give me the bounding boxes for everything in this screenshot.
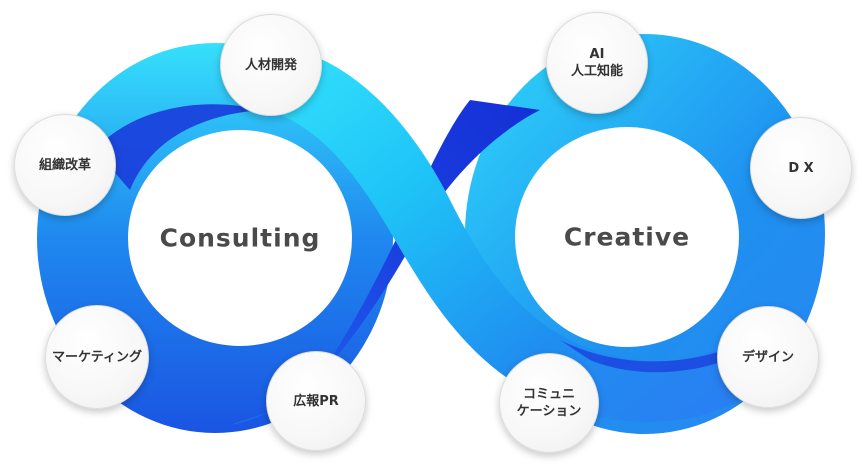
- creative-label: Creative: [563, 222, 691, 252]
- bubble-pr: 広報PR: [266, 351, 366, 451]
- bubble-dx-label: D X: [788, 160, 814, 176]
- bubble-organization-reform-label: 組織改革: [38, 157, 91, 173]
- bubble-communication-label: コミュニ ケーション: [516, 387, 582, 419]
- bubble-dx: D X: [750, 117, 852, 219]
- left-loop-hole: [128, 130, 352, 346]
- back-ribbon: [230, 100, 540, 425]
- bubble-marketing-label: マーケティング: [52, 349, 142, 365]
- left-inner-shadow: [95, 104, 260, 190]
- bubble-human-resources-label: 人材開発: [244, 57, 297, 73]
- bubble-communication: コミュニ ケーション: [499, 353, 599, 453]
- bubble-pr-label: 広報PR: [293, 393, 339, 409]
- bubble-design-label: デザイン: [741, 349, 794, 365]
- front-ribbon: [240, 44, 745, 422]
- right-loop-hole: [515, 127, 739, 347]
- bubble-ai-label: AI 人工知能: [570, 47, 623, 79]
- bubble-organization-reform: 組織改革: [14, 114, 116, 216]
- bubble-ai: AI 人工知能: [546, 12, 648, 114]
- bubble-design: デザイン: [717, 306, 819, 408]
- bubble-human-resources: 人材開発: [220, 14, 322, 116]
- consulting-label: Consulting: [159, 223, 321, 253]
- bubble-marketing: マーケティング: [45, 305, 149, 409]
